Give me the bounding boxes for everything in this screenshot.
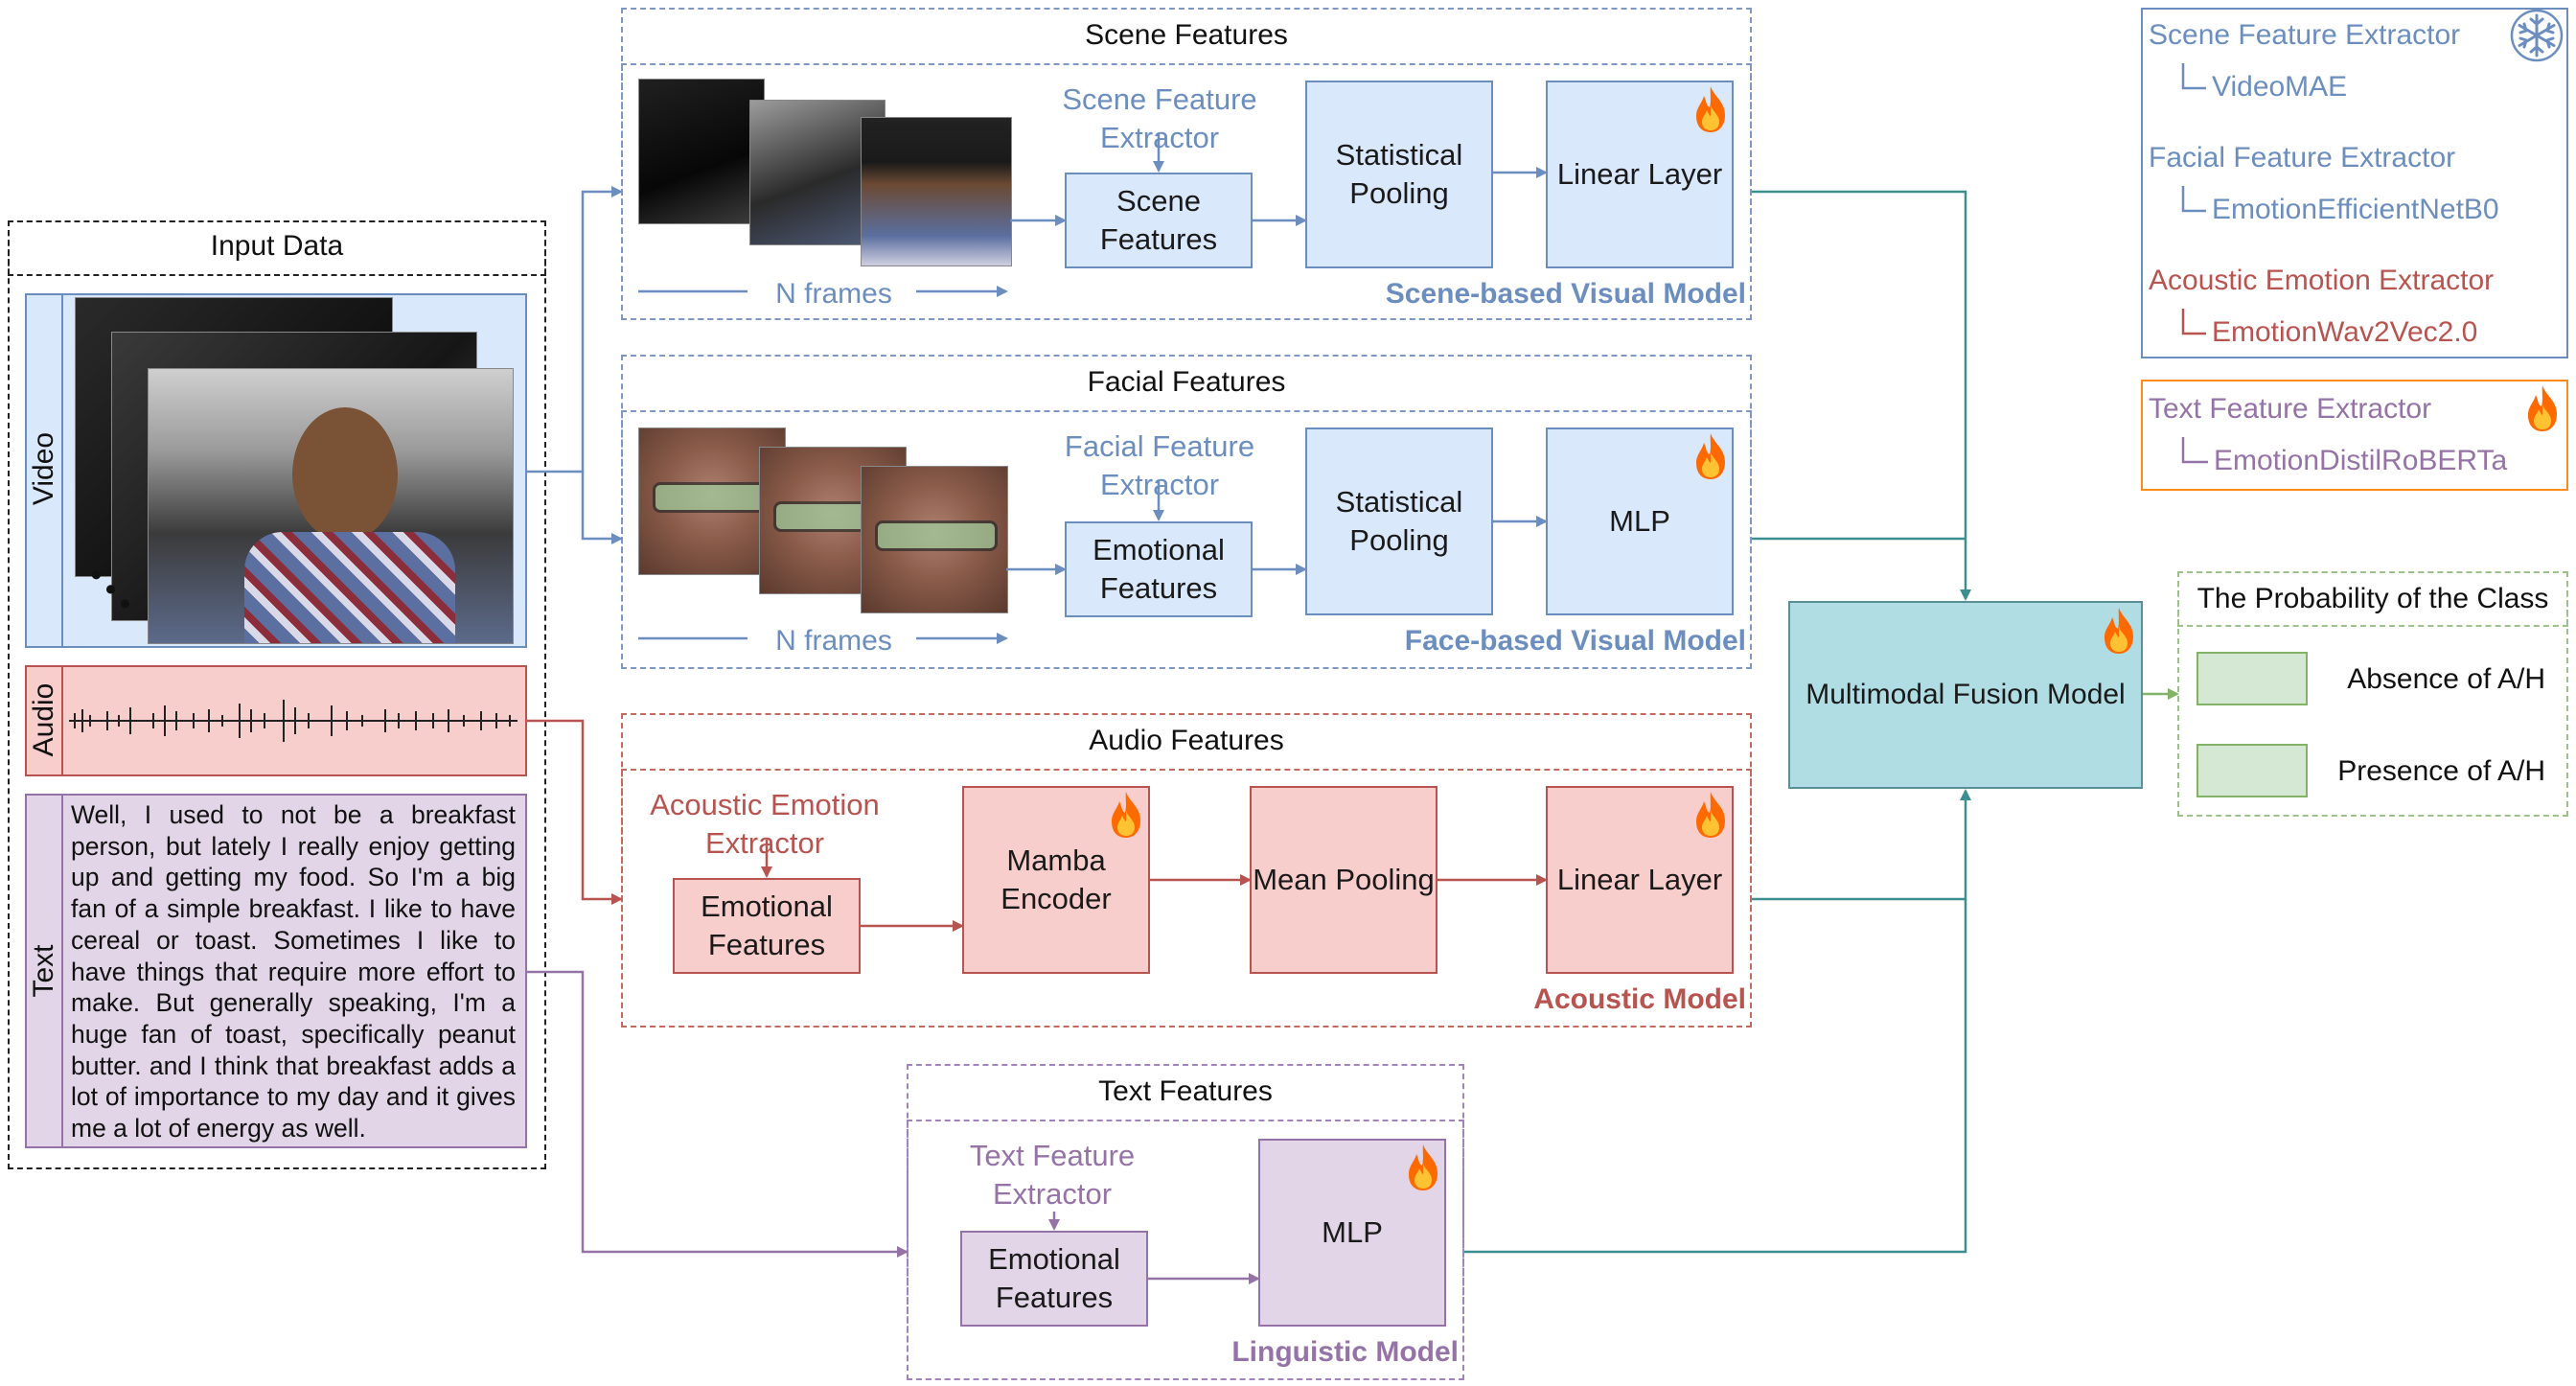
acoustic-extractor-label: Acoustic Emotion Extractor [650, 788, 880, 860]
scene-frame-1 [638, 79, 765, 224]
facial-extractor-label: Facial Feature Extractor [1064, 429, 1255, 501]
absence-label: Absence of A/H [2347, 663, 2545, 695]
scene-extractor-label: Scene Feature Extractor [1062, 82, 1257, 154]
scene-features-title: Scene Features [1085, 19, 1288, 51]
fire-icon [1696, 86, 1725, 132]
frozen-extractors-legend [2141, 8, 2568, 358]
text-label-strip [25, 794, 63, 1148]
fire-icon [2104, 608, 2133, 654]
presence-bar [2196, 744, 2308, 797]
audio-waveform [69, 700, 518, 742]
fire-icon [1112, 792, 1140, 838]
text-label: Text [28, 944, 59, 998]
audio-emotional-features-box: Emotional Features [673, 878, 861, 974]
facial-emotional-features-box: Emotional Features [1065, 521, 1253, 617]
fire-icon [1409, 1144, 1438, 1190]
video-label-strip [25, 293, 63, 648]
legend-scene-model: VideoMAE [2212, 71, 2348, 103]
acoustic-model-label: Acoustic Model [1533, 983, 1746, 1015]
scene-features-box: Scene Features [1065, 173, 1253, 268]
mean-pooling-box: Mean Pooling [1250, 786, 1438, 974]
video-label: Video [28, 431, 59, 506]
scene-n-frames: N frames [775, 278, 892, 310]
snowflake-icon [2510, 9, 2564, 62]
fire-icon [2528, 385, 2557, 431]
legend-acoustic-extractor: Acoustic Emotion Extractor [2149, 265, 2495, 296]
legend-text-model: EmotionDistilRoBERTa [2214, 445, 2508, 476]
facial-model-label: Face-based Visual Model [1404, 625, 1746, 657]
fire-icon [1696, 433, 1725, 479]
multimodal-fusion-box: Multimodal Fusion Model [1788, 601, 2143, 789]
presence-label: Presence of A/H [2337, 755, 2545, 787]
text-features-title: Text Features [1098, 1075, 1273, 1107]
trainable-extractor-legend [2141, 380, 2568, 491]
audio-features-title: Audio Features [1089, 725, 1284, 756]
legend-text-extractor: Text Feature Extractor [2149, 393, 2432, 425]
output-header [2177, 571, 2568, 627]
face-frame-3 [861, 466, 1008, 613]
legend-facial-model: EmotionEfficientNetB0 [2212, 194, 2499, 225]
audio-label-strip [25, 665, 63, 776]
video-frame-3 [148, 368, 514, 644]
scene-frame-3 [861, 117, 1012, 266]
scene-model-label: Scene-based Visual Model [1385, 278, 1746, 310]
output-title: The Probability of the Class [2196, 583, 2549, 614]
facial-pooling-box: Statistical Pooling [1305, 427, 1493, 615]
transcript-text: Well, I used to not be a breakfast perso… [71, 800, 516, 1143]
audio-label: Audio [28, 682, 59, 757]
facial-n-frames: N frames [775, 625, 892, 657]
absence-bar [2196, 652, 2308, 705]
text-extractor-label: Text Feature Extractor [969, 1139, 1136, 1211]
legend-acoustic-model: EmotionWav2Vec2.0 [2212, 316, 2478, 348]
fire-icon [1696, 792, 1725, 838]
input-data-title: Input Data [210, 230, 344, 262]
legend-facial-extractor: Facial Feature Extractor [2149, 142, 2456, 173]
text-input [25, 794, 527, 1148]
scene-pooling-box: Statistical Pooling [1305, 81, 1493, 268]
text-emotional-features-box: Emotional Features [960, 1231, 1148, 1327]
linguistic-model-label: Linguistic Model [1231, 1336, 1459, 1368]
legend-scene-extractor: Scene Feature Extractor [2149, 19, 2461, 51]
facial-features-title: Facial Features [1087, 366, 1286, 398]
